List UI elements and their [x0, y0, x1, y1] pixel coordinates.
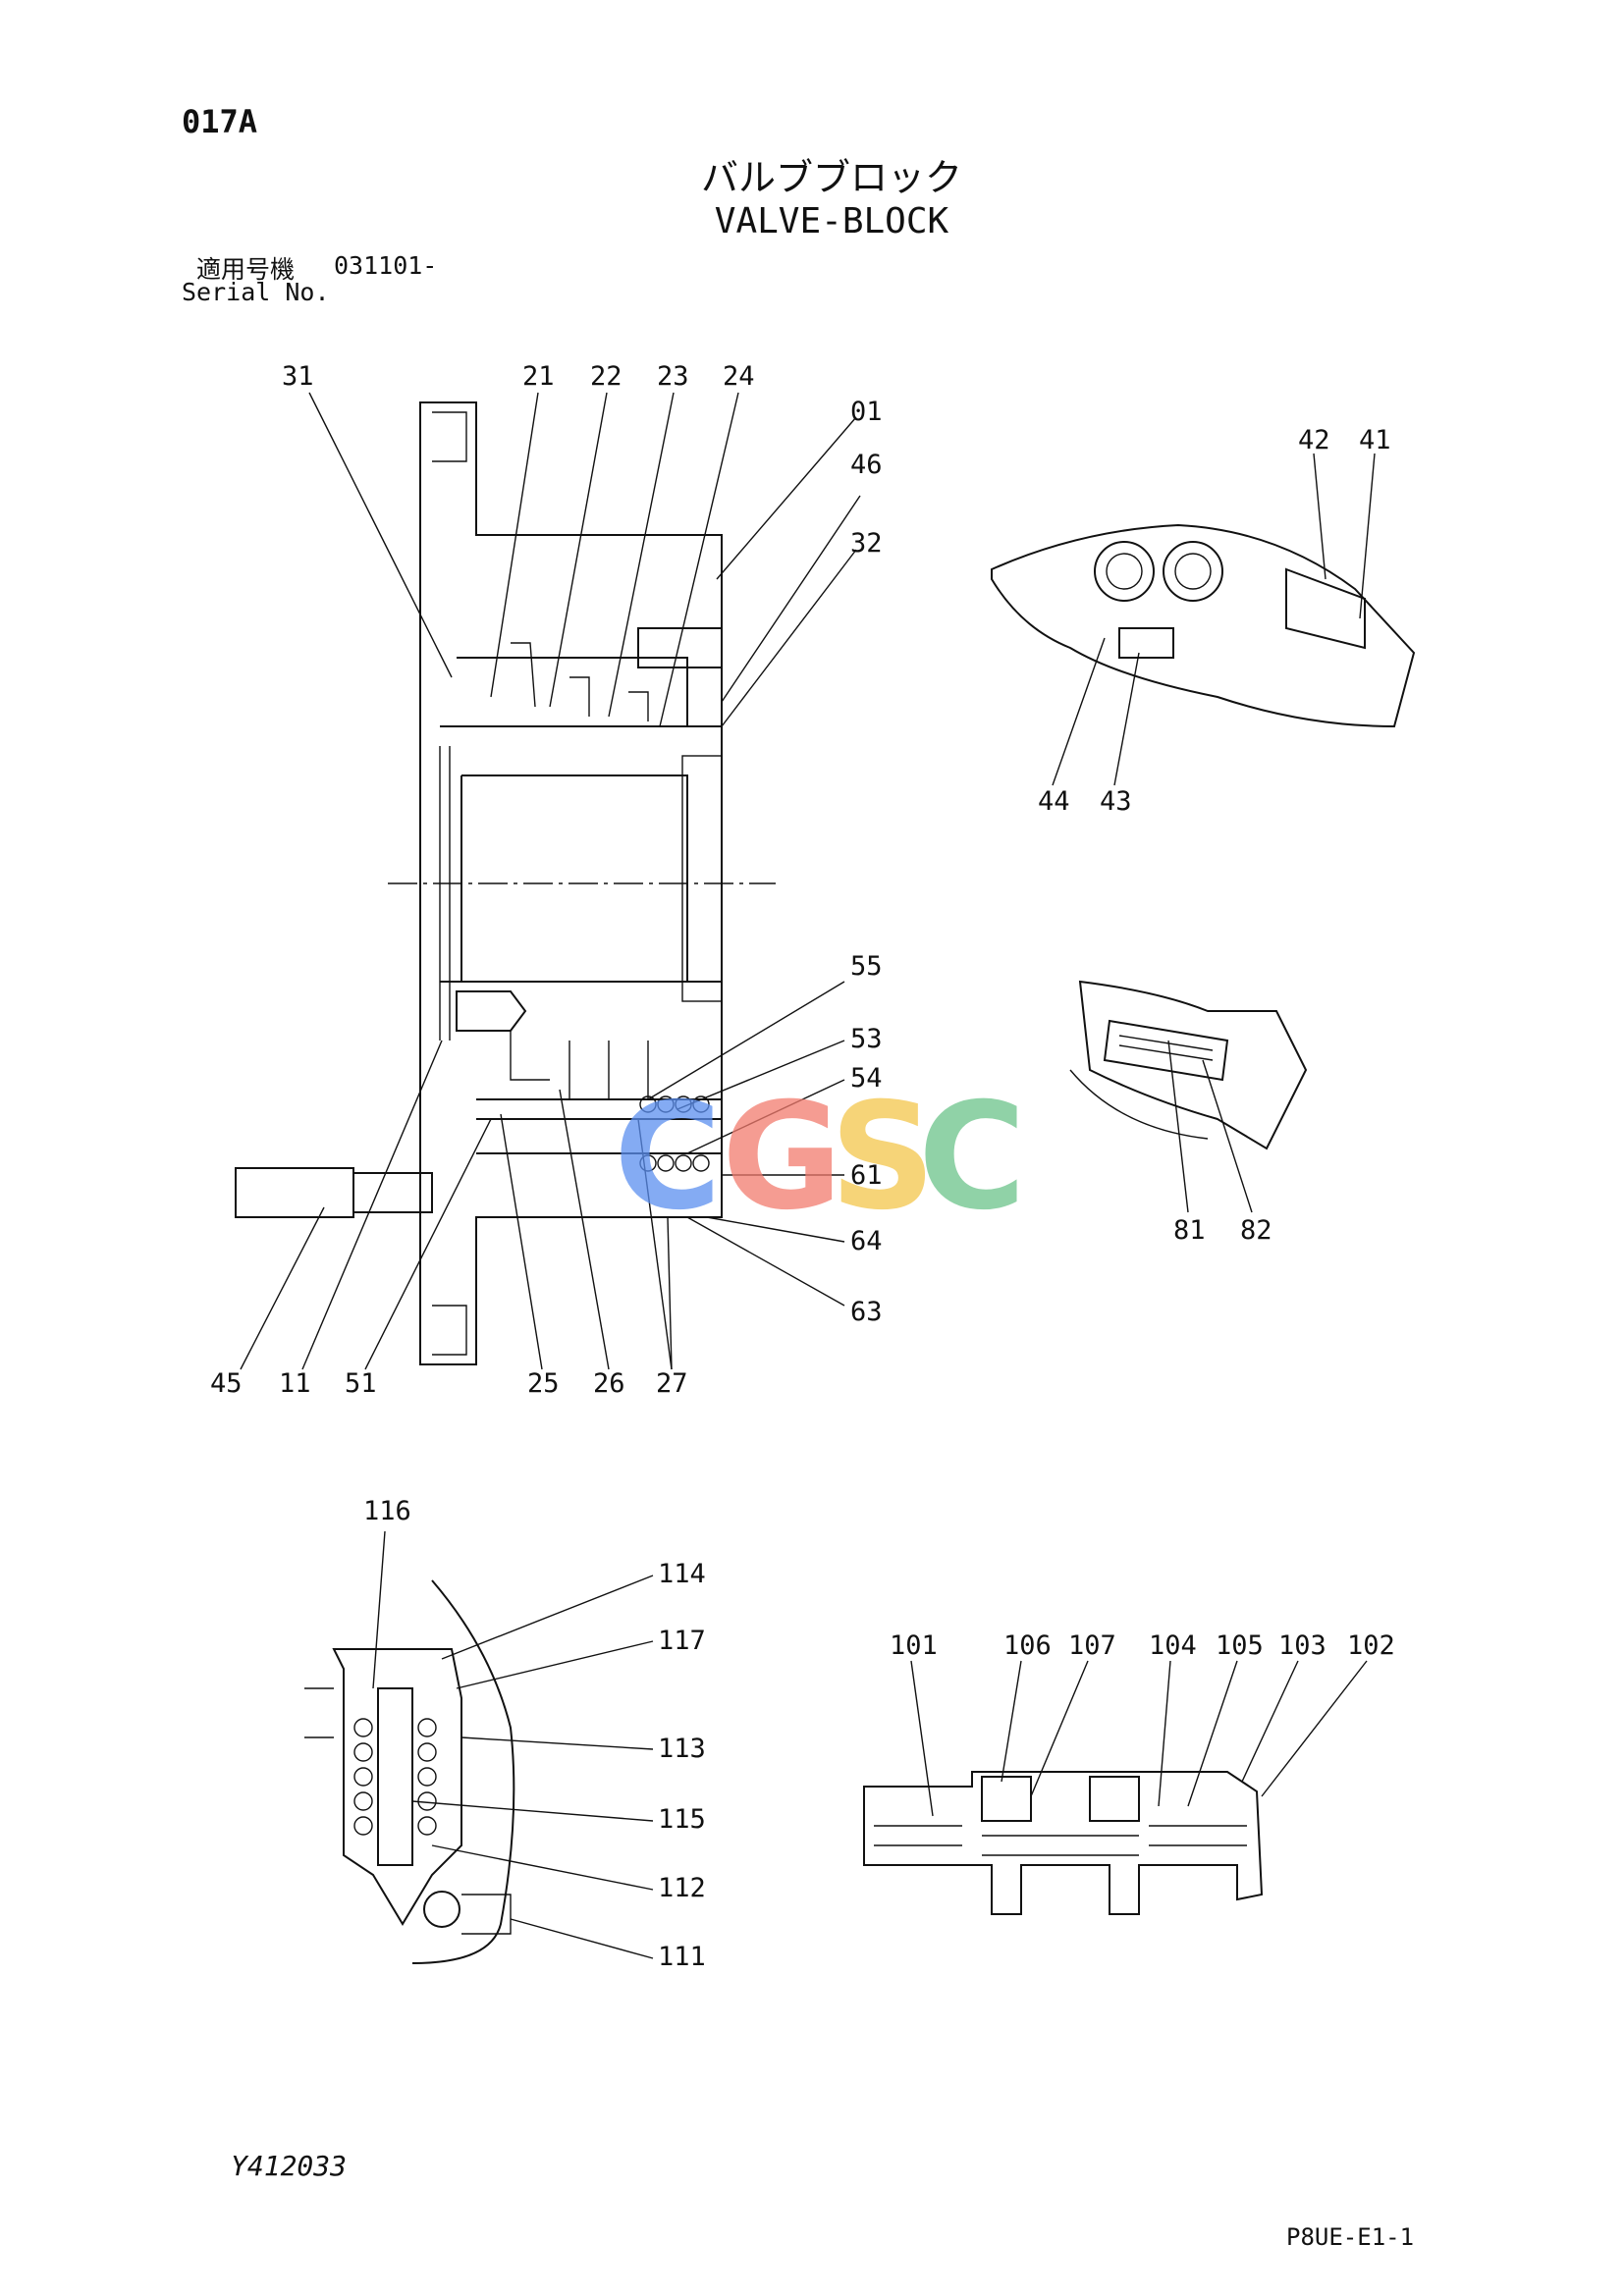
callout-103: 103	[1278, 1630, 1326, 1661]
callout-113: 113	[658, 1734, 706, 1764]
page-code: 017A	[182, 103, 258, 140]
watermark-letter-c1: C	[614, 1072, 722, 1243]
detail-view-bottom-right	[863, 1771, 1264, 1915]
callout-01: 01	[850, 397, 883, 427]
callout-11: 11	[279, 1368, 311, 1399]
callout-22: 22	[590, 361, 623, 392]
callout-51: 51	[345, 1368, 377, 1399]
callout-107: 107	[1068, 1630, 1116, 1661]
callout-53: 53	[850, 1024, 883, 1054]
callout-45: 45	[210, 1368, 243, 1399]
page-reference: P8UE-E1-1	[1286, 2223, 1415, 2251]
leader-lines	[240, 392, 1376, 1959]
callout-43: 43	[1100, 786, 1132, 817]
callout-26: 26	[593, 1368, 625, 1399]
drawing-number: Y412033	[231, 2150, 348, 2182]
watermark-letter-c2: C	[918, 1072, 1026, 1243]
serial-label: Serial No.	[182, 278, 330, 306]
callout-54: 54	[850, 1063, 883, 1094]
callout-115: 115	[658, 1804, 706, 1835]
callout-27: 27	[656, 1368, 688, 1399]
callout-21: 21	[522, 361, 555, 392]
serial-label-japanese: 適用号機	[196, 255, 296, 284]
callout-116: 116	[363, 1496, 411, 1526]
callout-labels: 31 21 22 23 24 01 46 32 55 53 54 61 64 6…	[210, 361, 1395, 1972]
callout-42: 42	[1298, 425, 1330, 455]
callout-104: 104	[1149, 1630, 1197, 1661]
callout-112: 112	[658, 1873, 706, 1903]
watermark: C G S C	[614, 1072, 1026, 1243]
callout-31: 31	[282, 361, 314, 392]
callout-102: 102	[1347, 1630, 1395, 1661]
detail-view-top-right	[991, 523, 1416, 728]
callout-61: 61	[850, 1160, 883, 1191]
callout-117: 117	[658, 1626, 706, 1656]
callout-25: 25	[527, 1368, 560, 1399]
callout-81: 81	[1173, 1215, 1206, 1246]
callout-111: 111	[658, 1942, 706, 1972]
watermark-letter-s: S	[830, 1072, 936, 1243]
callout-24: 24	[723, 361, 755, 392]
callout-32: 32	[850, 528, 883, 559]
detail-view-bottom-left	[304, 1579, 515, 1964]
serial-number-value: 031101-	[334, 251, 438, 280]
callout-63: 63	[850, 1297, 883, 1327]
callout-46: 46	[850, 450, 883, 480]
callout-101: 101	[890, 1630, 938, 1661]
page-title: VALVE-BLOCK	[714, 201, 949, 241]
callout-105: 105	[1216, 1630, 1264, 1661]
page-title-japanese: バルブブロック	[700, 156, 962, 199]
callout-106: 106	[1003, 1630, 1052, 1661]
main-section-view	[235, 401, 776, 1365]
callout-23: 23	[657, 361, 689, 392]
callout-64: 64	[850, 1226, 883, 1256]
callout-114: 114	[658, 1559, 706, 1589]
callout-82: 82	[1240, 1215, 1272, 1246]
watermark-letter-g: G	[722, 1072, 842, 1243]
detail-view-mid-right	[1069, 980, 1308, 1150]
callout-41: 41	[1359, 425, 1391, 455]
callout-55: 55	[850, 951, 883, 982]
callout-44: 44	[1038, 786, 1070, 817]
